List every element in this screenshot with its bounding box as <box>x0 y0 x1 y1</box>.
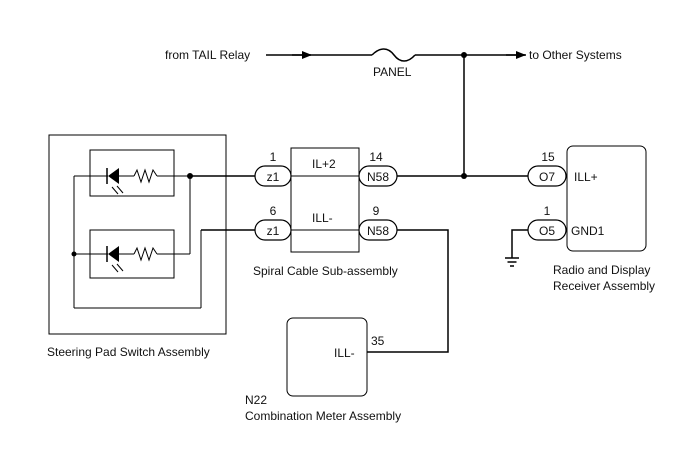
led-icon <box>106 246 124 273</box>
connector-z1-top <box>254 165 292 187</box>
fuse-label: PANEL <box>373 65 412 79</box>
radio-label-line1: Radio and Display <box>553 263 650 277</box>
illumination-module-upper <box>89 149 175 197</box>
pin-number: 14 <box>369 150 383 164</box>
spiral-signal-bottom: ILL- <box>312 211 333 225</box>
led-icon <box>106 168 124 195</box>
radio-terminal-bottom: GND1 <box>571 224 605 238</box>
connector-o7 <box>527 165 567 187</box>
connector-code: N58 <box>367 224 389 238</box>
spiral-cable-label: Spiral Cable Sub-assembly <box>253 264 398 278</box>
connector-z1-bottom <box>254 219 292 241</box>
connector-code: O7 <box>539 170 555 184</box>
pin-number: 9 <box>373 204 380 218</box>
meter-code-label: N22 <box>245 393 267 407</box>
meter-terminal: ILL- <box>334 346 355 360</box>
to-other-systems-label: to Other Systems <box>529 48 622 62</box>
connector-code: N58 <box>367 170 389 184</box>
ground-wire <box>511 229 528 258</box>
meter-name-label: Combination Meter Assembly <box>245 409 401 423</box>
resistor-icon <box>133 168 158 184</box>
ground-icon <box>505 257 519 267</box>
steering-pad-switch-box <box>48 134 227 335</box>
pin-number: 15 <box>541 150 555 164</box>
pin-number: 1 <box>270 150 277 164</box>
pin-number: 35 <box>371 334 385 348</box>
resistor-icon <box>133 246 158 262</box>
pin-number: 6 <box>270 204 277 218</box>
fuse-icon <box>371 48 416 62</box>
spiral-signal-top: IL+2 <box>312 157 336 171</box>
junction-dot <box>71 251 77 257</box>
connector-code: z1 <box>267 224 280 238</box>
connector-code: O5 <box>539 224 555 238</box>
spiral-cable-box <box>290 147 360 253</box>
radio-receiver-box <box>566 145 647 252</box>
from-tail-relay-label: from TAIL Relay <box>165 48 250 62</box>
wire-n58-to-meter <box>367 229 449 353</box>
radio-terminal-top: ILL+ <box>574 170 598 184</box>
pin-number: 1 <box>544 204 551 218</box>
radio-label-line2: Receiver Assembly <box>553 279 655 293</box>
connector-code: z1 <box>267 170 280 184</box>
steering-pad-switch-label: Steering Pad Switch Assembly <box>47 345 210 359</box>
combination-meter-box <box>286 317 368 397</box>
